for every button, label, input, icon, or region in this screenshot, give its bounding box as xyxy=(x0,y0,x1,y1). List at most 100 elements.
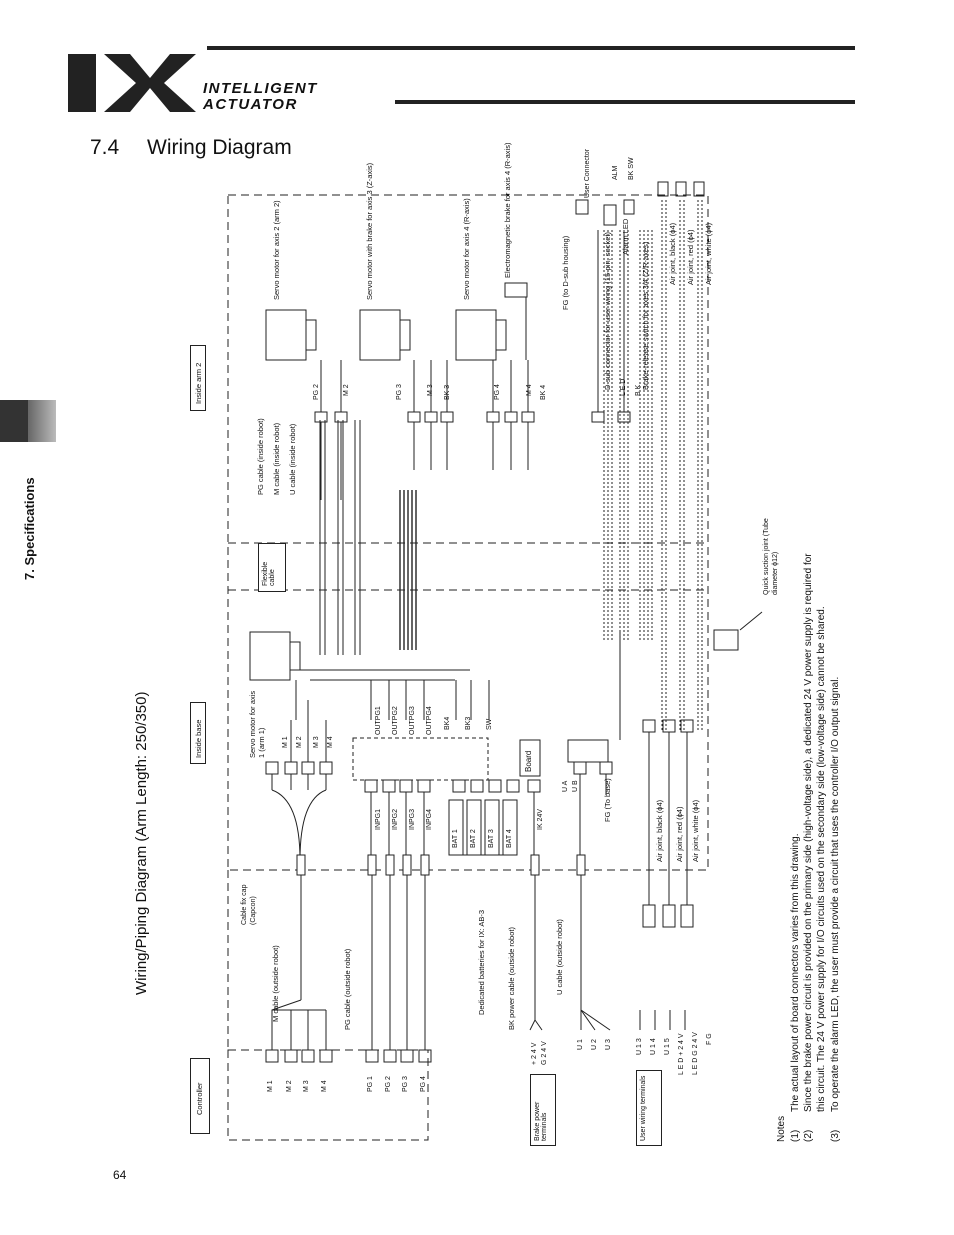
motor-arm2-body xyxy=(265,309,307,361)
motor-arm1-body xyxy=(249,631,291,681)
label-servo-arm1: Servo motor for axis 1 (arm 1) xyxy=(248,690,266,758)
label-u-outside: U cable (outside robot) xyxy=(555,919,564,995)
header: INTELLIGENT ACTUATOR xyxy=(0,0,954,130)
note-2-text-cont: this circuit. The 24 V power supply for … xyxy=(816,606,827,1112)
label-servo-arm2: Servo motor for axis 2 (arm 2) xyxy=(272,200,281,300)
section-title: Wiring Diagram xyxy=(147,136,292,159)
term-u2: U 2 xyxy=(591,1039,598,1050)
term-led-plus24v: L E D + 2 4 V xyxy=(678,1033,685,1075)
zone-inside-arm2: Inside arm 2 xyxy=(190,345,206,411)
label-air-white-bot: Air joint, white (ϕ4) xyxy=(691,799,700,862)
term-u1: U 1 xyxy=(577,1039,584,1050)
note-1-num: (1) xyxy=(790,1129,801,1142)
base-m3: M 3 xyxy=(313,736,320,748)
base-bk4: BK4 xyxy=(444,716,451,730)
conn-pg3: PG 3 xyxy=(396,384,403,400)
ctrl-pg2: PG 2 xyxy=(385,1076,392,1092)
controller-region xyxy=(227,1049,429,1141)
conn-pg4: PG 4 xyxy=(494,384,501,400)
conn-pg2: PG 2 xyxy=(313,384,320,400)
zone-controller: Controller xyxy=(190,1058,210,1134)
conn-bk4: BK 4 xyxy=(540,384,547,400)
diagram-title: Wiring/Piping Diagram (Arm Length: 250/3… xyxy=(133,691,150,995)
label-air-black-bot: Air joint, black (ϕ4) xyxy=(655,799,664,862)
label-u-inside: U cable (inside robot) xyxy=(288,423,297,495)
conn-m3: M 3 xyxy=(427,384,434,396)
label-air-white-top: Air joint, white (ϕ4) xyxy=(704,222,713,285)
conn-bk3: BK 3 xyxy=(444,384,451,400)
conn-m4: M 4 xyxy=(526,384,533,396)
outer-region xyxy=(227,194,709,871)
base-m4: M 4 xyxy=(327,736,334,748)
zone-brake-power: Brake power terminals xyxy=(530,1074,556,1146)
side-tab-block xyxy=(0,400,28,442)
motor-r-body xyxy=(455,309,497,361)
base-inpg1: INPG1 xyxy=(375,808,382,830)
ctrl-m1: M 1 xyxy=(267,1080,274,1092)
label-fg-dsub: FG (to D-sub housing) xyxy=(561,235,570,310)
brand-line1: INTELLIGENT xyxy=(203,80,318,97)
conn-m2: M 2 xyxy=(343,384,350,396)
bat-3: BAT 3 xyxy=(488,829,495,848)
ctrl-pg4: PG 4 xyxy=(420,1076,427,1092)
ctrl-m3: M 3 xyxy=(303,1080,310,1092)
term-fg: F G xyxy=(706,1033,713,1045)
header-rule-top xyxy=(207,46,855,50)
label-m-inside: M cable (inside robot) xyxy=(272,422,281,495)
term-u14: U 1 4 xyxy=(650,1038,657,1055)
label-m-outside: M cable (outside robot) xyxy=(271,945,280,1022)
note-2-text: Since the brake power circuit is provide… xyxy=(803,553,814,1112)
ctrl-m4: M 4 xyxy=(321,1080,328,1092)
zone-user-wiring: User wiring terminals xyxy=(636,1070,662,1146)
header-rule-bottom xyxy=(395,100,855,104)
label-bk-sw: BK SW xyxy=(628,157,635,180)
label-alm: ALM xyxy=(612,165,619,180)
label-pg-outside: PG cable (outside robot) xyxy=(343,948,352,1030)
label-brake-r: Electromagnetic brake for axis 4 (R-axis… xyxy=(503,142,512,278)
motor-z-body xyxy=(359,309,401,361)
conn-led: L E D xyxy=(620,378,627,396)
label-servo-z: Servo motor with brake for axis 3 (Z-axi… xyxy=(365,162,374,300)
label-air-black-top: Air joint, black (ϕ4) xyxy=(668,222,677,285)
base-outpg4: OUTPG4 xyxy=(426,706,433,735)
label-fg-base: FG (To base) xyxy=(603,778,612,822)
label-brake-sw: Brake-release switch for axes 3/4 (Z/R-a… xyxy=(641,241,650,390)
base-inpg3: INPG3 xyxy=(409,808,416,830)
base-bk3: BK3 xyxy=(465,716,472,730)
base-m2: M 2 xyxy=(296,736,303,748)
base-m1: M 1 xyxy=(282,736,289,748)
term-g24v: G 2 4 V xyxy=(541,1041,548,1065)
label-bk-outside: BK power cable (outside robot) xyxy=(507,927,516,1030)
page-number: 64 xyxy=(113,1168,127,1182)
conn-ua: U A xyxy=(562,780,569,792)
base-inpg2: INPG2 xyxy=(392,808,399,830)
term-led-g24v: L E D G 2 4 V xyxy=(692,1032,699,1075)
base-outpg1: OUTPG1 xyxy=(375,706,382,735)
ix-logo xyxy=(68,54,196,112)
brake-r-body xyxy=(504,282,528,298)
label-pg-inside: PG cable (inside robot) xyxy=(256,418,265,495)
label-alarm-led: Alarm LED xyxy=(621,218,630,255)
bat-4: BAT 4 xyxy=(506,829,513,848)
base-sw: SW xyxy=(486,718,493,730)
ix-logo-mark xyxy=(68,54,196,112)
note-3-num: (3) xyxy=(830,1129,841,1142)
ctrl-pg3: PG 3 xyxy=(402,1076,409,1092)
brand-line2: ACTUATOR xyxy=(203,96,298,113)
zone-inside-base: Inside base xyxy=(190,702,206,764)
bat-2: BAT 2 xyxy=(470,829,477,848)
label-user-connector: User Connector xyxy=(584,148,591,198)
label-servo-r: Servo motor for axis 4 (R-axis) xyxy=(462,198,471,300)
quick-suction-joint xyxy=(713,629,739,651)
board-label: Board xyxy=(522,742,538,774)
base-inpg4: INPG4 xyxy=(426,808,433,830)
note-2-num: (2) xyxy=(803,1129,814,1142)
zone-flexible-cable: Flexible cable xyxy=(258,543,286,592)
label-ik24v: IK 24V xyxy=(537,808,544,830)
label-air-red-top: Air joint, red (ϕ4) xyxy=(686,229,695,285)
label-cable-fix-cap: Cable fix cap (Capcon) xyxy=(241,884,257,925)
conn-ub: U B xyxy=(572,780,579,792)
label-dedicated-bat: Dedicated batteries for IX: AB-3 xyxy=(477,909,486,1015)
label-quick-joint: Quick suction joint (Tube diameter ϕ12) xyxy=(763,518,779,595)
